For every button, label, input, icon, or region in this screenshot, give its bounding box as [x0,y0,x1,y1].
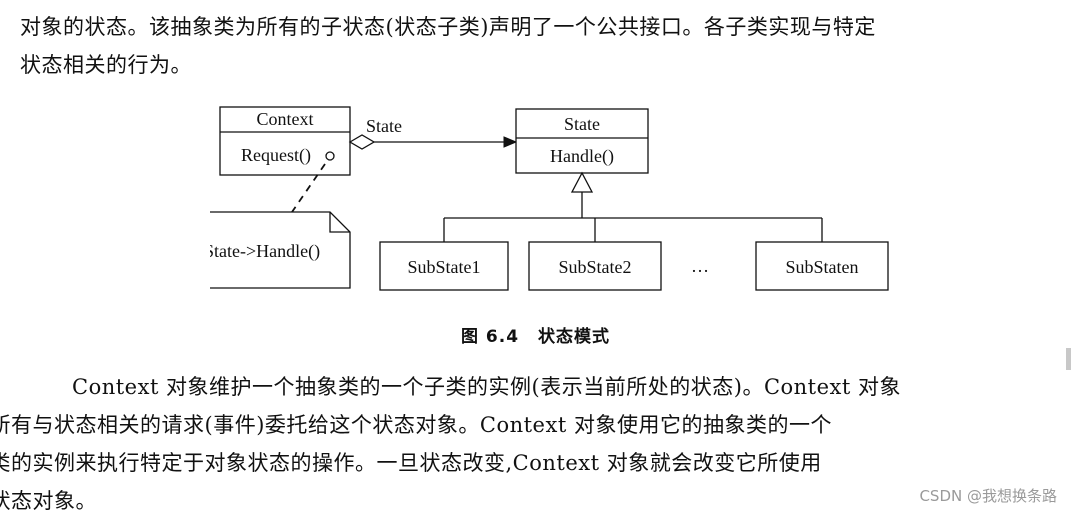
note-anchor-circle [325,151,335,161]
aggregation-diamond [348,134,376,150]
body-paragraph: Context 对象维护一个抽象类的一个子类的实例(表示当前所处的状态)。Con… [0,368,1060,520]
subclass-ellipsis: … [691,256,709,276]
substate1-name: SubState1 [407,257,480,277]
association-arrowhead [503,136,518,148]
figure-number: 图 6.4 [461,327,520,347]
body-line-4: 的状态对象。 [0,489,97,513]
intro-line-2: 状态相关的行为。 [20,53,192,77]
association-label: State [366,116,402,136]
context-class-box: Context Request() [219,106,351,176]
scrollbar-thumb[interactable] [1066,348,1071,370]
state-class-method: Handle() [550,146,614,167]
note-link-dashed-line [291,163,326,213]
inheritance-triangle [570,171,594,193]
body-line-1: Context 对象维护一个抽象类的一个子类的实例(表示当前所处的状态)。Con… [72,375,902,399]
note-box: State->Handle() [210,211,351,289]
state-pattern-diagram: Context Request() State->Handle() State … [210,106,889,291]
note-text: State->Handle() [210,241,320,262]
substate1-box: SubState1 [379,241,509,291]
substate2-name: SubState2 [558,257,631,277]
figure-caption: 图 6.4 状态模式 [0,322,1071,347]
csdn-watermark: CSDN @我想换条路 [919,487,1057,505]
body-line-3: 子类的实例来执行特定于对象状态的操作。一旦状态改变,Context 对象就会改变… [0,451,822,475]
context-class-method: Request() [241,145,311,166]
inheritance-tree [443,171,823,242]
intro-line-1: 对象的状态。该抽象类为所有的子状态(状态子类)声明了一个公共接口。各子类实现与特… [20,15,876,39]
substaten-name: SubStaten [785,257,858,277]
substaten-box: SubStaten [755,241,889,291]
state-class-name: State [564,114,600,134]
substate2-box: SubState2 [528,241,662,291]
body-line-2: 将所有与状态相关的请求(事件)委托给这个状态对象。Context 对象使用它的抽… [0,413,832,437]
intro-paragraph: 对象的状态。该抽象类为所有的子状态(状态子类)声明了一个公共接口。各子类实现与特… [20,8,1060,84]
context-class-name: Context [257,109,314,129]
aggregation-association: State [348,116,518,150]
state-class-box: State Handle() [515,108,649,174]
figure-title: 状态模式 [537,327,610,347]
